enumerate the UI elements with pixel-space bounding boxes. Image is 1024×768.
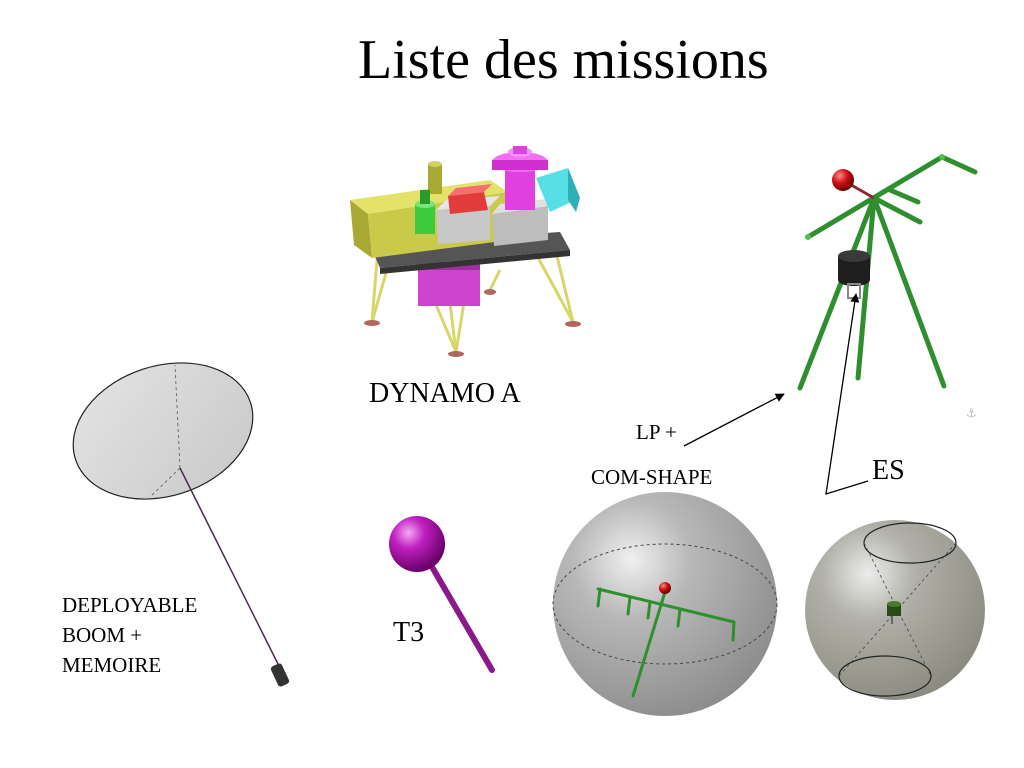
com-shape-label: COM-SHAPE [591,465,713,489]
anchor-mark-icon: ⚓ [966,406,977,420]
lp-callout-arrow [683,393,785,447]
t3-label: T3 [393,617,425,648]
boom-label-line-3: MEMOIRE [62,653,162,677]
lp-label: LP + [636,420,677,444]
lp-antenna-illustration [797,154,978,391]
boom-label-line-2: BOOM + [62,623,143,647]
es-label: ES [872,455,905,486]
t3-probe-illustration [389,516,495,673]
deployable-boom-illustration [72,362,290,687]
boom-label-line-1: DEPLOYABLE [62,593,198,617]
es-sphere-illustration [805,520,985,700]
dynamo-lander-illustration [350,146,581,357]
deployable-boom-label: DEPLOYABLE BOOM + MEMOIRE [62,590,197,680]
es-callout-arrows [825,293,869,495]
slide-title: Liste des missions [358,29,769,91]
dynamo-label: DYNAMO A [369,378,521,409]
com-shape-sphere-illustration [552,492,778,716]
